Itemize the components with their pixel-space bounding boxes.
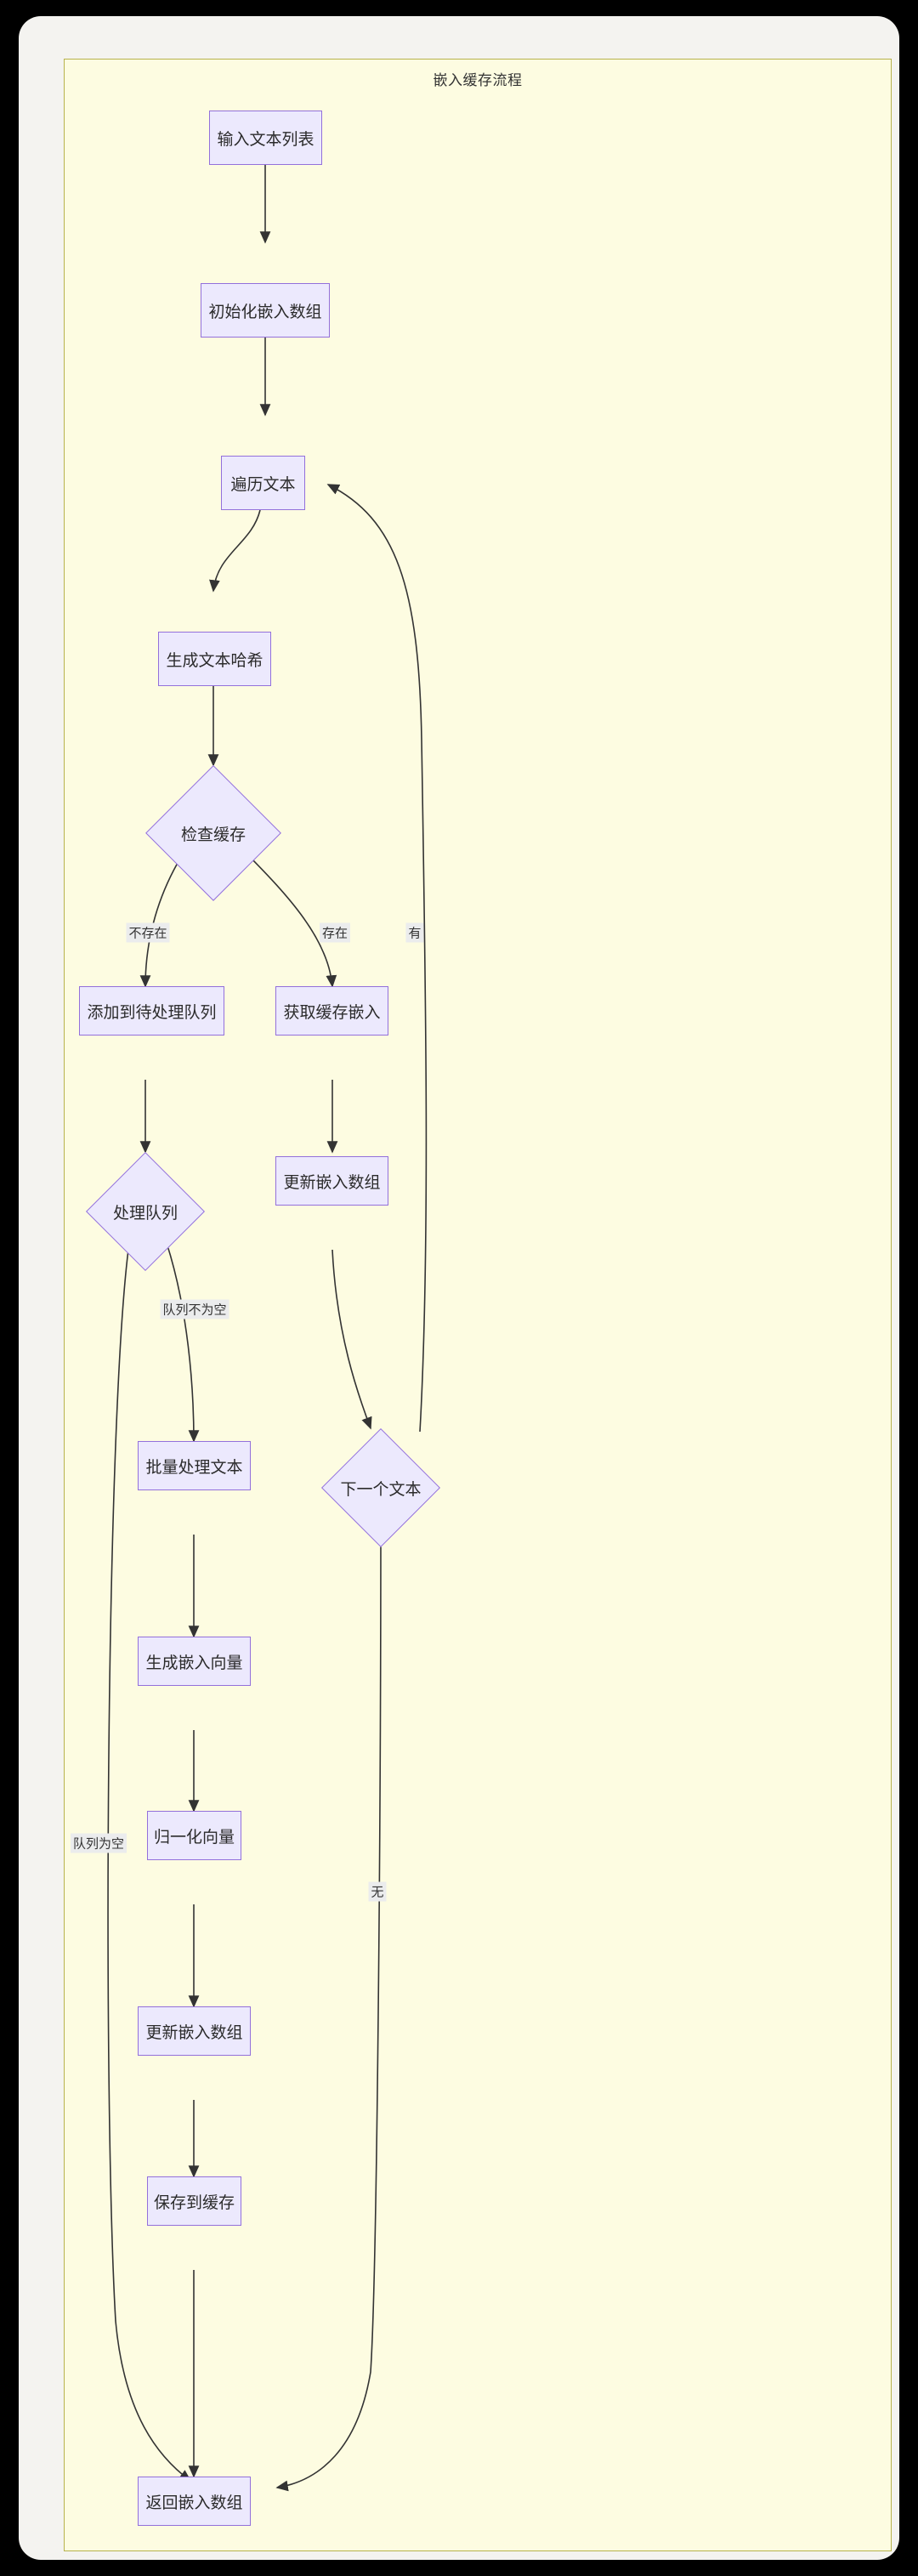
edge-updarr1-nexttext <box>332 1249 372 1430</box>
node-update-array-1-label: 更新嵌入数组 <box>283 1173 381 1192</box>
node-check-cache[interactable]: 检查缓存 <box>145 765 281 901</box>
edge-nexttext-return <box>275 1517 382 2492</box>
node-update-array-2-label: 更新嵌入数组 <box>145 2023 243 2042</box>
edge-iterate-hash <box>209 509 261 593</box>
edge-procqueue-batch <box>166 1242 200 1443</box>
node-process-queue[interactable]: 处理队列 <box>86 1152 205 1271</box>
node-normalize[interactable]: 归一化向量 <box>147 1811 241 1860</box>
diagram-window: 嵌入缓存流程 <box>19 16 899 2560</box>
node-normalize-label: 归一化向量 <box>153 1828 235 1847</box>
node-save-cache-label: 保存到缓存 <box>153 2193 235 2212</box>
node-update-array-2[interactable]: 更新嵌入数组 <box>138 2006 251 2056</box>
edge-nexttext-iterate <box>326 484 428 1433</box>
node-init-label: 初始化嵌入数组 <box>208 303 322 321</box>
node-next-text[interactable]: 下一个文本 <box>321 1428 440 1547</box>
node-generate-vector[interactable]: 生成嵌入向量 <box>138 1637 251 1686</box>
node-input-label: 输入文本列表 <box>217 130 314 149</box>
page-title: 嵌入缓存流程 <box>433 72 523 88</box>
flowchart-connectors <box>107 165 428 2492</box>
edge-checkcache-enqueue <box>139 849 186 988</box>
node-update-array-1[interactable]: 更新嵌入数组 <box>275 1156 388 1206</box>
node-init[interactable]: 初始化嵌入数组 <box>201 283 330 338</box>
edge-label-queue-empty: 队列为空 <box>70 1833 128 1853</box>
node-enqueue-label: 添加到待处理队列 <box>87 1003 217 1022</box>
node-return-label: 返回嵌入数组 <box>145 2494 243 2512</box>
edge-label-none: 无 <box>368 1881 387 1902</box>
node-batch-process-label: 批量处理文本 <box>145 1458 243 1477</box>
node-next-text-label: 下一个文本 <box>340 1480 422 1499</box>
node-batch-process[interactable]: 批量处理文本 <box>138 1441 251 1490</box>
flowchart: 嵌入缓存流程 <box>65 60 891 2550</box>
node-hash[interactable]: 生成文本哈希 <box>158 632 271 686</box>
edge-label-exist: 存在 <box>319 922 351 943</box>
edge-label-queue-not-empty: 队列不为空 <box>160 1299 230 1319</box>
node-enqueue[interactable]: 添加到待处理队列 <box>79 986 224 1036</box>
diagram-canvas: 嵌入缓存流程 <box>64 59 892 2551</box>
node-hash-label: 生成文本哈希 <box>166 651 264 670</box>
node-input[interactable]: 输入文本列表 <box>209 111 322 165</box>
edge-procqueue-return <box>107 1242 192 2482</box>
node-check-cache-label: 检查缓存 <box>180 826 246 844</box>
node-return[interactable]: 返回嵌入数组 <box>138 2477 251 2526</box>
node-iterate-label: 遍历文本 <box>230 475 296 494</box>
node-process-queue-label: 处理队列 <box>112 1204 178 1223</box>
node-get-cache[interactable]: 获取缓存嵌入 <box>275 986 388 1036</box>
node-iterate[interactable]: 遍历文本 <box>221 456 305 510</box>
node-generate-vector-label: 生成嵌入向量 <box>145 1654 243 1672</box>
edge-label-has: 有 <box>405 922 424 943</box>
node-get-cache-label: 获取缓存嵌入 <box>283 1003 381 1022</box>
edge-checkcache-getcache <box>242 849 337 988</box>
edge-label-not-exist: 不存在 <box>126 922 170 943</box>
node-save-cache[interactable]: 保存到缓存 <box>147 2176 241 2226</box>
